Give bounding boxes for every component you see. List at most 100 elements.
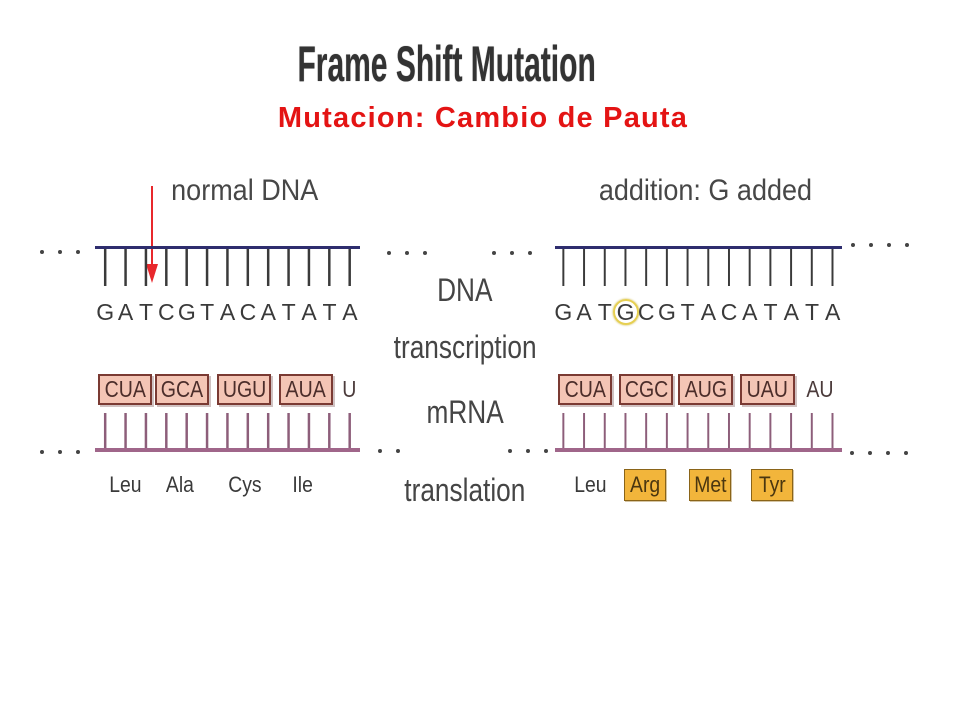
amino-acid: Leu [100, 469, 150, 501]
codon-text: AUA [285, 376, 327, 402]
ellipsis-dots [492, 251, 532, 255]
dot [76, 450, 80, 454]
amino-acid: Cys [220, 469, 270, 501]
dna-base: A [117, 299, 134, 325]
dot [378, 449, 382, 453]
dna-base: A [825, 299, 841, 325]
normal-dna-heading: normal DNA [145, 174, 345, 208]
dot [510, 251, 514, 255]
page-title-text: Frame Shift Mutation [297, 36, 597, 92]
dna-base: T [138, 299, 153, 325]
ellipsis-dots [378, 449, 400, 453]
amino-acid-text: Leu [108, 472, 142, 497]
ellipsis-dots [508, 449, 548, 453]
dot [544, 449, 548, 453]
dot [851, 243, 855, 247]
label-mrna: mRNA [365, 394, 565, 430]
dot [40, 450, 44, 454]
codon-box: GCA [155, 374, 209, 405]
normal-mrna-strand-ticks [95, 413, 360, 448]
dna-base: A [576, 299, 592, 325]
amino-acid-text: Arg [629, 472, 661, 497]
dot [905, 243, 909, 247]
addition-dna-strand [555, 246, 842, 249]
amino-acid-text: Met [693, 472, 727, 497]
dna-base: A [260, 299, 276, 325]
dot [528, 251, 532, 255]
amino-acid-text: Leu [573, 472, 607, 497]
label-dna-text: DNA [437, 272, 493, 308]
dna-base: A [783, 299, 799, 325]
ellipsis-dots [40, 250, 80, 254]
label-translation: translation [365, 472, 565, 508]
ellipsis-dots [387, 251, 427, 255]
dot [58, 450, 62, 454]
codon-box: CUA [558, 374, 612, 405]
dot [887, 243, 891, 247]
amino-acid-text: Ile [292, 472, 314, 497]
dna-base: A [700, 299, 717, 325]
dna-base: A [219, 299, 236, 325]
dot [886, 451, 890, 455]
ellipsis-dots [851, 243, 909, 247]
dot [850, 451, 854, 455]
trailing-bases: AU [802, 374, 838, 405]
normal-mrna-strand [95, 448, 360, 452]
normal-dna-heading-text: normal DNA [171, 174, 319, 207]
amino-acid: Ile [278, 469, 328, 501]
dna-base: T [763, 299, 778, 325]
amino-acid-text: Tyr [758, 472, 786, 497]
codon-box: AUG [678, 374, 733, 405]
dot [526, 449, 530, 453]
dna-base: T [281, 299, 296, 325]
amino-acid: Ala [155, 469, 205, 501]
trailing-bases: U [338, 374, 360, 405]
codon-text: CGC [624, 376, 669, 402]
codon-text: GCA [160, 376, 204, 402]
trailing-bases-text: AU [806, 376, 834, 402]
normal-dna-sequence: G A T C G T A C A T A T A [95, 298, 360, 326]
amino-acid-text: Ala [166, 472, 194, 497]
dna-base: C [720, 299, 738, 325]
amino-acid: Arg [624, 469, 666, 501]
page-title: Frame Shift Mutation [197, 36, 697, 92]
dot [508, 449, 512, 453]
codon-box: UAU [740, 374, 795, 405]
dna-base: C [158, 299, 175, 325]
addition-heading: addition: G added [555, 174, 855, 208]
dna-base: T [322, 299, 337, 325]
codon-text: CUA [564, 376, 606, 402]
dna-base: T [680, 299, 695, 325]
normal-dna-strand-ticks [95, 249, 360, 286]
dna-base: A [742, 299, 758, 325]
dot [387, 251, 391, 255]
dot [492, 251, 496, 255]
dna-base: A [301, 299, 317, 325]
dna-base: T [200, 299, 215, 325]
dna-base: G [96, 299, 115, 325]
label-transcription-text: transcription [393, 329, 537, 365]
codon-text: UGU [222, 376, 267, 402]
trailing-bases-text: U [341, 376, 357, 402]
amino-acid-text: Cys [228, 472, 262, 497]
dot [869, 243, 873, 247]
label-dna: DNA [365, 272, 565, 308]
dna-base: C [239, 299, 257, 325]
dna-base: C [637, 299, 655, 325]
amino-acid: Tyr [751, 469, 793, 501]
codon-text: AUG [684, 376, 727, 402]
codon-box: AUA [279, 374, 333, 405]
amino-acid: Leu [565, 469, 615, 501]
dot [76, 250, 80, 254]
dna-base: G [554, 299, 573, 325]
addition-dna-strand-ticks [553, 249, 843, 286]
label-mrna-text: mRNA [426, 394, 504, 430]
label-translation-text: translation [404, 472, 526, 508]
dna-base: G [612, 299, 639, 325]
ellipsis-dots [850, 451, 908, 455]
codon-box: CGC [619, 374, 673, 405]
amino-acid: Met [689, 469, 731, 501]
dot [405, 251, 409, 255]
addition-heading-text: addition: G added [598, 174, 812, 207]
